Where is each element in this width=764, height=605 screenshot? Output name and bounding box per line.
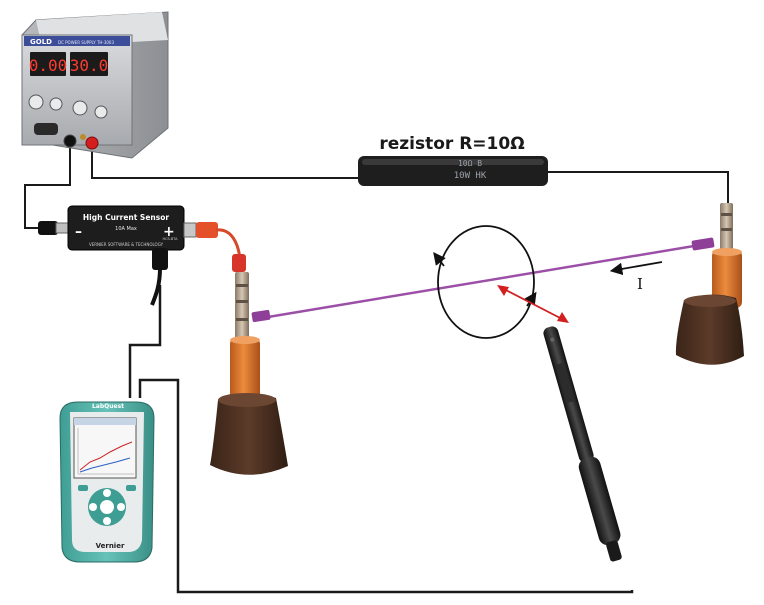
current-sensor: High Current Sensor 10A Max – + VERNIER … bbox=[38, 205, 246, 306]
cable-sensor-to-datalogger bbox=[128, 285, 162, 398]
datalogger-brand: LabQuest bbox=[92, 403, 124, 410]
resistor-label: rezistor R=10Ω bbox=[379, 134, 524, 154]
knob-left[interactable] bbox=[28, 94, 44, 110]
terminal-positive[interactable] bbox=[85, 136, 99, 150]
power-supply-brand: GOLD bbox=[30, 38, 52, 46]
resistor: rezistor R=10Ω 10Ω B 10W HK bbox=[358, 134, 548, 186]
datalogger-screen[interactable] bbox=[73, 417, 137, 479]
datalogger-footer: Vernier bbox=[96, 542, 125, 550]
wires bbox=[24, 148, 729, 594]
sensor-rating: 10A Max bbox=[115, 226, 137, 232]
right-stand bbox=[675, 203, 744, 365]
power-switch[interactable] bbox=[34, 123, 58, 135]
cable-probe-to-datalogger bbox=[138, 378, 634, 594]
current-arrow bbox=[609, 261, 663, 276]
magnetic-field-probe bbox=[543, 326, 622, 562]
wire-ps-to-resistor bbox=[91, 150, 360, 179]
distance-arrow bbox=[497, 285, 569, 323]
field-circle bbox=[437, 225, 535, 339]
knob-mid-right[interactable] bbox=[72, 100, 88, 116]
current-label: I bbox=[637, 275, 643, 293]
sensor-minus: – bbox=[75, 224, 82, 240]
knob-right[interactable] bbox=[94, 105, 108, 119]
current-indicator: I bbox=[609, 261, 663, 293]
resistor-marking-2: 10W HK bbox=[454, 171, 487, 181]
wire-resistor-to-stand bbox=[545, 171, 729, 205]
datalogger-key-right[interactable] bbox=[126, 485, 136, 491]
knob-mid-left[interactable] bbox=[49, 97, 63, 111]
conductor-wire bbox=[261, 243, 701, 320]
conductor bbox=[251, 237, 715, 323]
terminal-negative[interactable] bbox=[63, 134, 77, 148]
power-supply-model: DC POWER SUPPLY TH-3003 bbox=[58, 40, 114, 45]
datalogger-key-left[interactable] bbox=[78, 485, 88, 491]
voltage-display: 30.0 bbox=[70, 56, 109, 75]
left-stand bbox=[210, 272, 288, 475]
power-supply: GOLD DC POWER SUPPLY TH-3003 0.00 30.0 bbox=[21, 11, 169, 159]
sensor-part: HCS-BTA bbox=[162, 237, 178, 241]
wire-ps-to-sensor bbox=[24, 148, 71, 229]
current-display: 0.00 bbox=[29, 56, 68, 75]
sensor-title: High Current Sensor bbox=[83, 213, 169, 222]
field-arrow-upper bbox=[433, 252, 446, 267]
datalogger: LabQuest Vernier bbox=[59, 401, 155, 563]
sensor-plus: + bbox=[163, 224, 175, 240]
sensor-brand: VERNIER SOFTWARE & TECHNOLOGY bbox=[89, 242, 164, 247]
resistor-marking-1: 10Ω B bbox=[458, 159, 482, 168]
